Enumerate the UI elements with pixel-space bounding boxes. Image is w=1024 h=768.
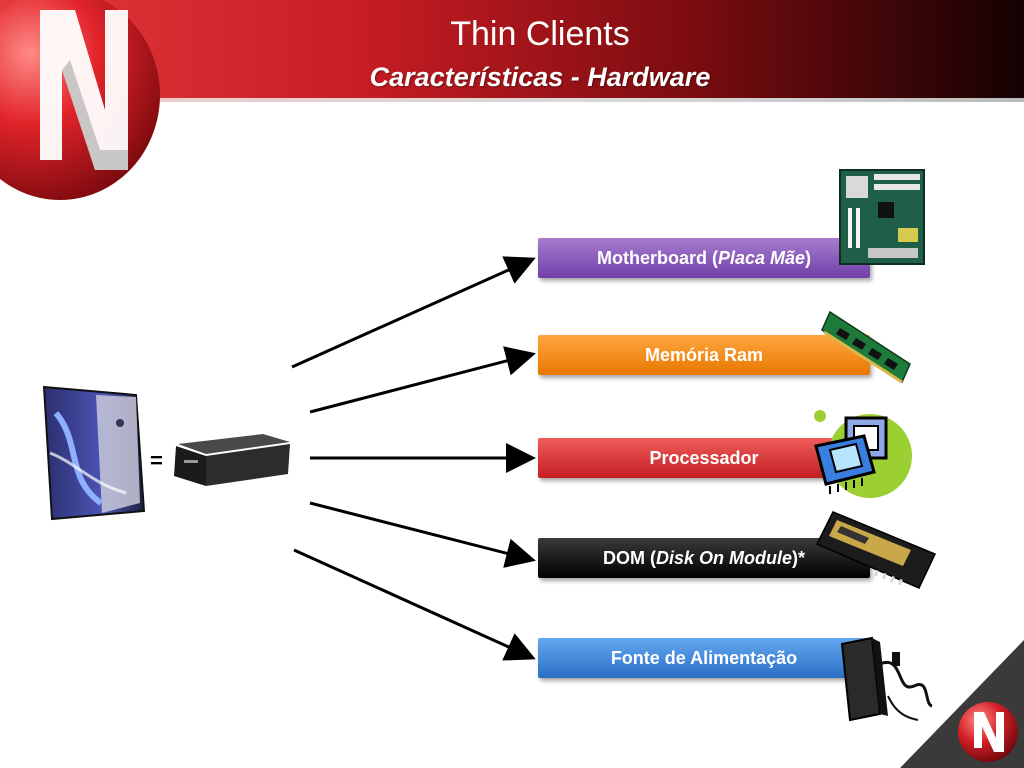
component-label: Fonte de Alimentação (610, 647, 798, 668)
ram-module-icon (821, 310, 911, 384)
arrow-memory (309, 346, 536, 414)
thin-client-box-icon (174, 434, 290, 486)
power-supply-icon (840, 636, 933, 722)
slide-header (0, 0, 1024, 98)
component-label: Processador (649, 447, 759, 468)
component-label-italic: Placa Mãe (717, 247, 806, 268)
motherboard-icon (839, 169, 925, 265)
header-divider (0, 98, 1024, 102)
component-box-processor: Processador (538, 438, 870, 478)
component-label: DOM ( (602, 547, 656, 568)
equals-sign: = (150, 448, 163, 473)
desktop-tower-icon (42, 385, 146, 521)
arrow-dom (309, 501, 536, 568)
n-logo-icon (0, 0, 160, 200)
corner-logo-icon (900, 640, 1024, 768)
arrow-motherboard (291, 256, 536, 369)
component-label-suffix: ) (805, 247, 812, 268)
component-box-power-supply: Fonte de Alimentação (538, 638, 870, 678)
component-label: Memória Ram (644, 344, 764, 365)
disk-on-module-icon (815, 511, 937, 589)
processor-icon (814, 410, 912, 498)
component-label-italic: Disk On Module (655, 547, 792, 568)
component-label-suffix: )* (792, 547, 805, 568)
component-box-motherboard: Motherboard (Placa Mãe) (538, 238, 870, 278)
component-box-dom: DOM (Disk On Module)* (538, 538, 870, 578)
component-box-memory: Memória Ram (538, 335, 870, 375)
slide-subtitle: Características - Hardware (369, 62, 711, 92)
component-label: Motherboard ( (596, 247, 718, 268)
arrow-power-supply (293, 548, 536, 661)
slide-title: Thin Clients (450, 15, 630, 53)
